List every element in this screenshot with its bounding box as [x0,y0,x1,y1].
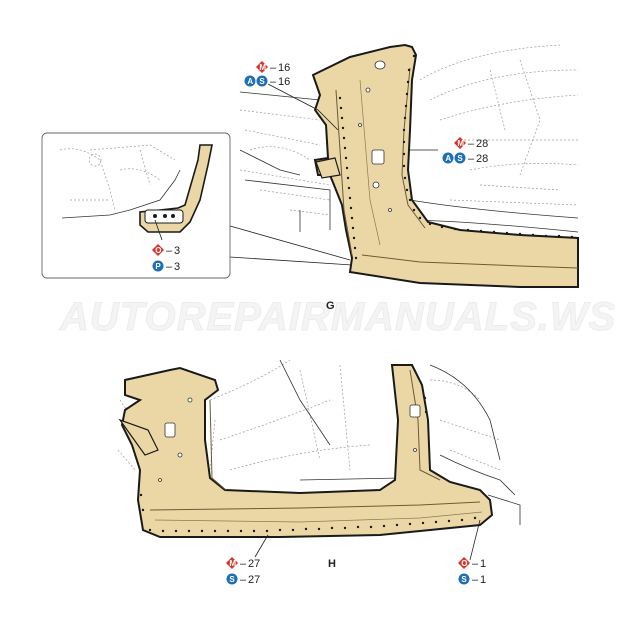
callout-count: 16 [278,76,290,88]
callout-g-m28: M – 28 [454,137,488,150]
callout-dash: – [240,574,247,586]
view-label-g: G [326,300,335,312]
view-g-structure-lines [239,91,579,233]
spot-welds-g [338,54,574,260]
sill-inner-edge [361,254,579,269]
callout-count: 1 [480,574,486,586]
callout-dash: – [270,76,277,88]
callout-g-as28: A S – 28 [442,152,488,165]
pillar-rib-h [409,369,441,481]
pillar-rib [335,89,353,256]
view-h-leaders [254,519,481,561]
view-g: M – 16 A S – 16 M – 28 A S – 28 O [41,43,579,312]
body-side-outer-panel-g [311,43,579,288]
callout-dash: – [166,261,173,273]
hinge-bracket [315,157,341,179]
view-h-ghost-lines [117,359,501,471]
symbol-letter: O [461,559,467,568]
callout-g-inset-o3: O – 3 [152,244,180,257]
s-circle-symbol [226,573,238,585]
symbol-letter: P [155,262,161,271]
view-label-h: H [328,558,336,570]
view-g-ghost-lines [239,44,579,216]
p-circle-symbol [152,260,164,272]
callout-dash: – [270,62,277,74]
view-g-leaders [229,83,438,266]
sill-inner-edge-h [149,501,481,511]
m-diamond-symbol [226,557,238,569]
spot-welds-h [139,396,477,533]
callout-h-o1: O – 1 [458,557,486,570]
callout-count: 28 [476,153,488,165]
a-circle-symbol [244,75,256,87]
callout-g-as16: A S – 16 [244,75,290,88]
callout-count: 27 [248,574,260,586]
inset-detail-box [41,132,231,279]
s-circle-symbol [454,152,466,164]
s-circle-symbol [458,573,470,585]
symbol-letter: O [155,246,161,255]
symbol-letter: S [259,77,265,86]
callout-dash: – [468,138,475,150]
o-diamond-symbol [458,557,470,569]
callout-count: 1 [480,558,486,570]
callout-count: 3 [174,245,180,257]
body-side-outer-panel-h [120,364,494,538]
callout-count: 28 [476,138,488,150]
symbol-letter: M [457,139,464,148]
callout-h-s27: S – 27 [226,573,260,586]
symbol-letter: S [229,575,235,584]
view-h: M – 27 S – 27 O – 1 S – 1 H [117,359,521,586]
m-diamond-symbol [454,137,466,149]
callout-dash: – [472,558,479,570]
panel-holes-h [158,397,421,482]
callout-dash: – [166,245,173,257]
symbol-letter: A [247,77,253,86]
callout-dash: – [472,574,479,586]
callout-count: 16 [278,62,290,74]
a-circle-symbol [442,152,454,164]
callout-g-inset-p3: P – 3 [152,260,180,273]
inset-welds [153,214,175,218]
callout-g-m16: M – 16 [256,61,290,74]
callout-dash: – [468,153,475,165]
callout-count: 3 [174,261,180,273]
callout-h-s1: S – 1 [458,573,486,586]
pillar-rib-2 [359,79,381,246]
symbol-letter: M [259,63,266,72]
panel-holes-g [358,60,392,212]
door-opening-edge [401,67,426,229]
s-circle-symbol [256,75,268,87]
symbol-letter: S [457,154,463,163]
a-pillar-bracket-h [118,418,159,456]
view-h-structure-lines [279,359,521,525]
symbol-letter: A [445,154,451,163]
watermark: AUTOREPAIRMANUALS.WS [59,295,616,339]
sill-inner-edge-h2 [154,511,483,523]
callout-count: 27 [248,558,260,570]
o-diamond-symbol [152,244,164,256]
m-diamond-symbol [256,61,268,73]
door-opening-inner-h [209,399,227,491]
symbol-letter: S [461,575,467,584]
callout-dash: – [240,558,247,570]
callout-h-m27: M – 27 [226,557,260,570]
symbol-letter: M [229,559,236,568]
